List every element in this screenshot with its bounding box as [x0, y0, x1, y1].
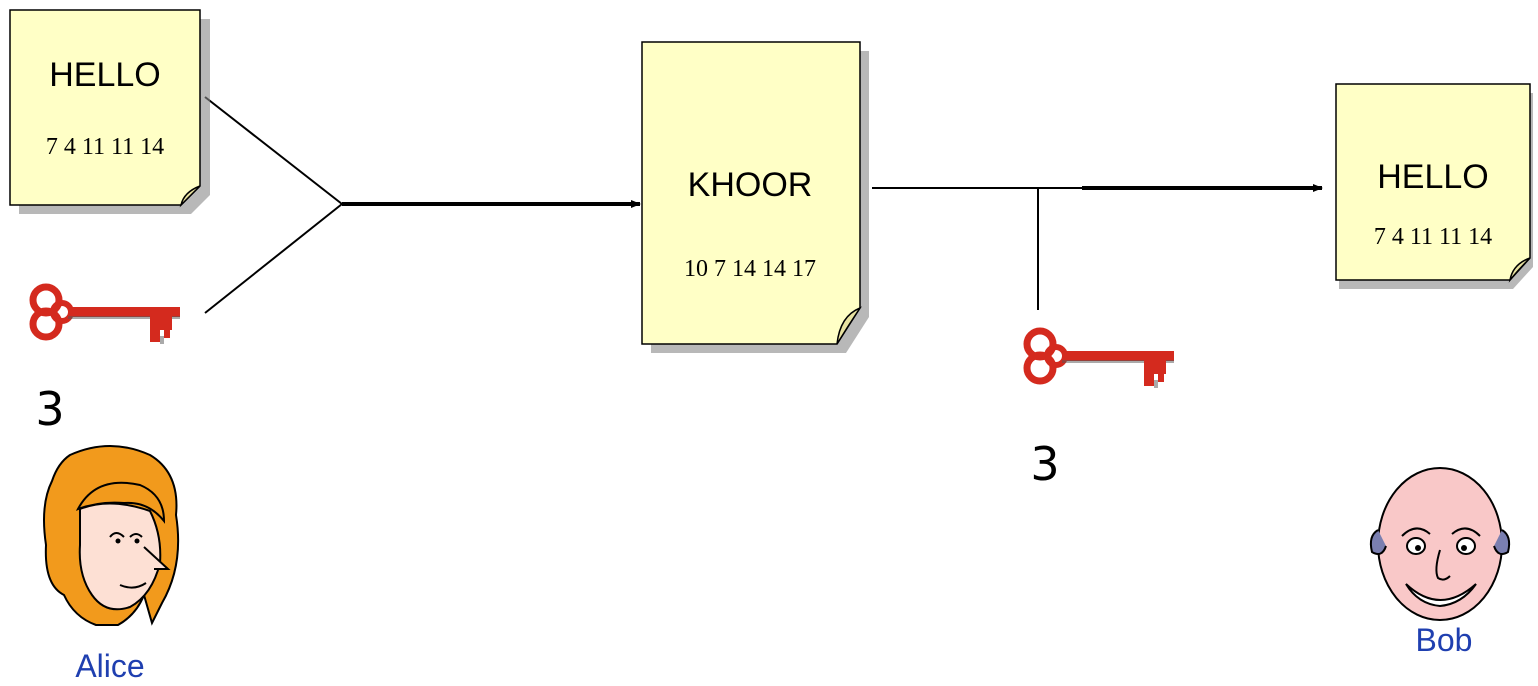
connector-lines: [204, 96, 1323, 314]
key-icon: [1027, 331, 1174, 388]
ciphertext-note: KHOOR 10 7 14 14 17: [641, 41, 869, 353]
plaintext-note-alice: HELLO 7 4 11 11 14: [9, 9, 210, 214]
alice-key-connector: [204, 203, 343, 314]
alice-name: Alice: [75, 648, 144, 684]
bob-name: Bob: [1416, 622, 1473, 658]
alice-avatar: [43, 445, 180, 626]
plaintext-numbers: 7 4 11 11 14: [46, 134, 164, 160]
ciphertext-numbers: 10 7 14 14 17: [684, 256, 816, 282]
plaintext-word: HELLO: [49, 56, 161, 94]
alice-key-value: 3: [35, 382, 64, 436]
alice-note-connector: [204, 96, 343, 205]
bob-key-value: 3: [1030, 437, 1059, 491]
bob-avatar: [1369, 467, 1511, 621]
ciphertext-word: KHOOR: [688, 166, 813, 204]
key-icon: [33, 287, 180, 344]
decrypted-word: HELLO: [1377, 158, 1489, 196]
decrypted-numbers: 7 4 11 11 14: [1374, 224, 1492, 250]
plaintext-note-bob: HELLO 7 4 11 11 14: [1335, 83, 1533, 289]
